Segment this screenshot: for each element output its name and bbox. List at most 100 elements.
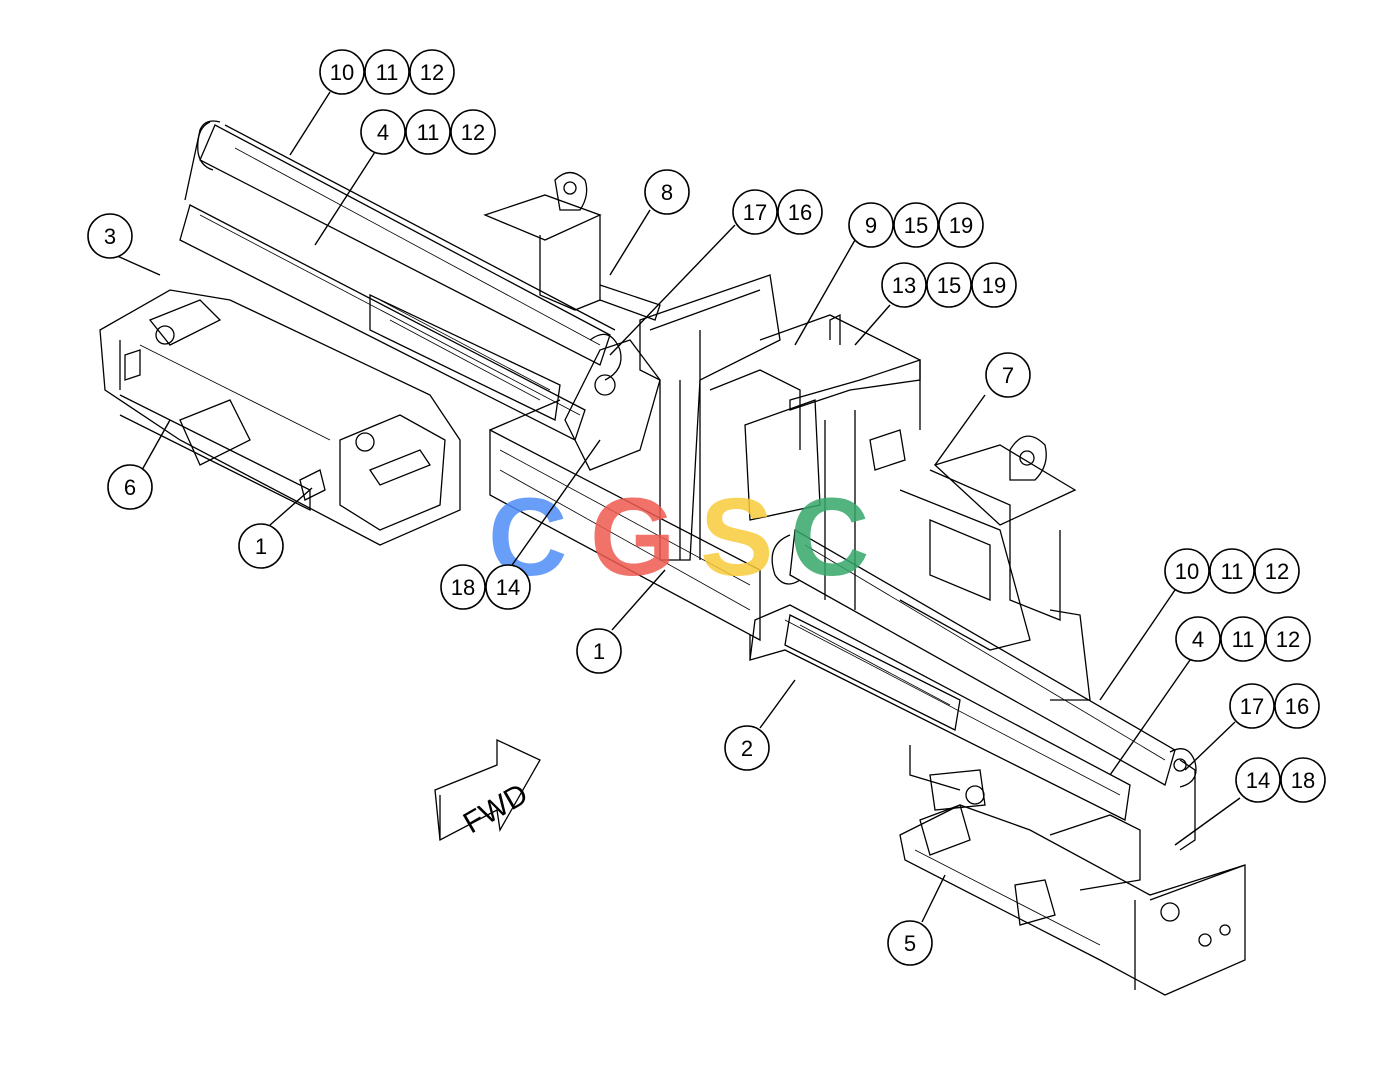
callout-circle — [319, 49, 365, 95]
callout-circle — [926, 262, 972, 308]
front-right-base-plate — [899, 769, 1246, 996]
callout-number: 16 — [788, 200, 812, 225]
callout-number: 17 — [1240, 694, 1264, 719]
callout-group: 5 — [887, 920, 933, 966]
callout-circle — [1254, 548, 1300, 594]
callout-number: 12 — [420, 60, 444, 85]
callout-group: 13 15 19 — [881, 262, 1017, 308]
callout-circle — [1220, 616, 1266, 662]
callout-circle — [405, 109, 451, 155]
lifting-eye-mount-right — [899, 435, 1091, 701]
callout-group: 10 11 12 — [1164, 548, 1300, 594]
callout-number: 15 — [904, 213, 928, 238]
callout-group: 7 — [985, 352, 1031, 398]
callout-number: 6 — [124, 475, 136, 500]
callout-circle — [1235, 757, 1281, 803]
watermark-letter: S — [700, 476, 773, 599]
callout-group: 10 11 12 — [319, 49, 455, 95]
callout-circle — [440, 564, 486, 610]
callout-number: 13 — [892, 273, 916, 298]
watermark-letter: C — [790, 476, 869, 599]
callout-circle — [1265, 616, 1311, 662]
watermark-letter: G — [590, 476, 676, 599]
callout-circle — [881, 262, 927, 308]
callout-group: 4 11 12 — [1175, 616, 1311, 662]
callout-number: 14 — [1246, 768, 1270, 793]
callout-circle — [985, 352, 1031, 398]
callout-number: 11 — [417, 120, 440, 145]
callout-circle — [848, 202, 894, 248]
rear-left-base-plate — [99, 289, 461, 546]
callout-group: 6 — [107, 464, 153, 510]
callout-circle — [238, 523, 284, 569]
callout-group: 1 — [238, 523, 284, 569]
callout-number: 10 — [330, 60, 354, 85]
forward-direction-arrow: FWD — [434, 738, 541, 842]
callout-circle — [450, 109, 496, 155]
callout-circle — [1175, 616, 1221, 662]
callout-number: 17 — [743, 200, 767, 225]
callout-number: 1 — [593, 639, 605, 664]
callout-number: 1 — [255, 534, 267, 559]
callout-circle — [732, 189, 778, 235]
callout-number: 12 — [461, 120, 485, 145]
callout-circle — [1164, 548, 1210, 594]
callout-circle — [971, 262, 1017, 308]
callout-circle — [87, 213, 133, 259]
callout-number: 4 — [377, 120, 389, 145]
callout-circle — [938, 202, 984, 248]
callout-number: 11 — [376, 60, 399, 85]
callout-number: 7 — [1002, 363, 1014, 388]
leader-lines — [114, 91, 1241, 923]
callout-circle — [364, 49, 410, 95]
callout-number: 19 — [982, 273, 1006, 298]
callout-group: 9 15 19 — [848, 202, 984, 248]
callout-number: 2 — [741, 736, 753, 761]
callout-number: 18 — [451, 575, 475, 600]
callout-circle — [576, 628, 622, 674]
callout-number: 10 — [1175, 559, 1199, 584]
callout-number: 12 — [1276, 627, 1300, 652]
callout-circle — [107, 464, 153, 510]
callout-circle — [1274, 683, 1320, 729]
center-spine-beam — [489, 274, 921, 642]
callout-number: 12 — [1265, 559, 1289, 584]
callout-number: 14 — [496, 575, 520, 600]
callout-number: 9 — [865, 213, 877, 238]
callout-circle — [1209, 548, 1255, 594]
callout-number: 4 — [1192, 627, 1204, 652]
callout-circle — [1229, 683, 1275, 729]
callout-circle — [409, 49, 455, 95]
cgsc-watermark: C G S C — [488, 476, 869, 599]
callout-group: 8 — [644, 169, 690, 215]
callout-circle — [644, 169, 690, 215]
callout-group: 2 — [724, 725, 770, 771]
callout-circle — [887, 920, 933, 966]
callout-number: 5 — [904, 931, 916, 956]
front-tube-beam — [749, 604, 1131, 821]
callout-number: 8 — [661, 180, 673, 205]
callout-circle — [893, 202, 939, 248]
callout-number: 11 — [1232, 627, 1255, 652]
callout-number: 15 — [937, 273, 961, 298]
callout-number: 18 — [1291, 768, 1315, 793]
callout-circle — [724, 725, 770, 771]
callout-circle — [485, 564, 531, 610]
fwd-label: FWD — [458, 777, 534, 840]
front-boom-cylinder — [771, 528, 1197, 851]
callout-number: 11 — [1221, 559, 1244, 584]
callout-group: 1 — [576, 628, 622, 674]
lifting-eye-mount-upper — [483, 171, 661, 321]
rear-boom-cylinder — [179, 120, 661, 471]
callout-number: 19 — [949, 213, 973, 238]
callout-group: 3 — [87, 213, 133, 259]
callout-circle — [360, 109, 406, 155]
callout-number: 16 — [1285, 694, 1309, 719]
callout-circle — [777, 189, 823, 235]
callout-number: 3 — [104, 224, 116, 249]
